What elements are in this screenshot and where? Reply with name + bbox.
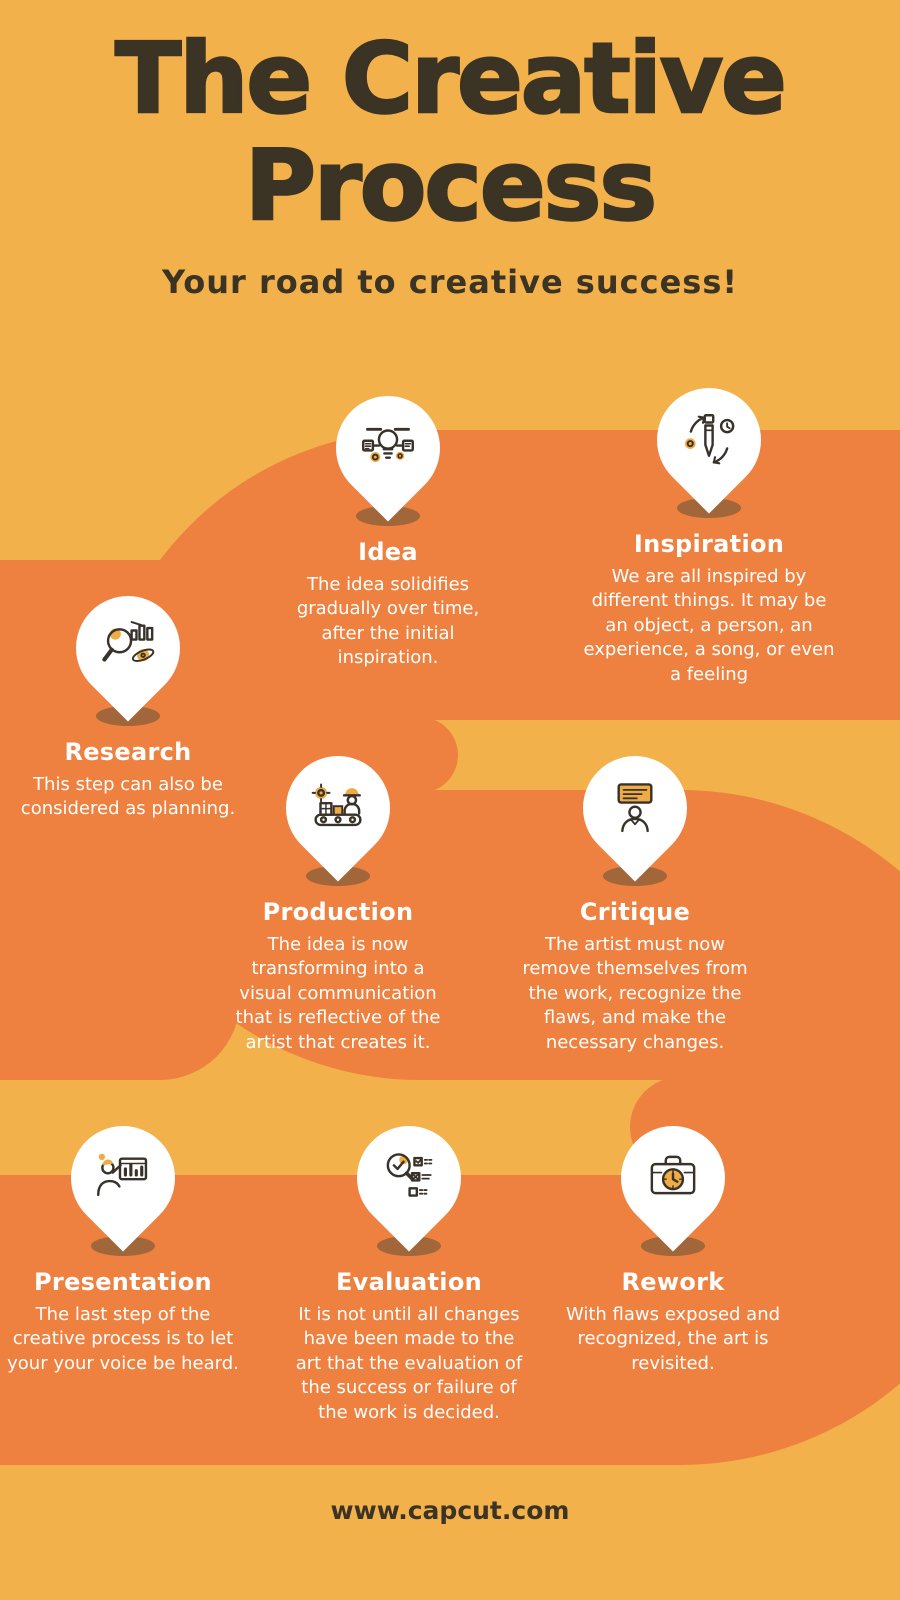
- step-title: Production: [262, 898, 414, 926]
- map-pin: [49, 1104, 197, 1256]
- step-title: Research: [64, 738, 192, 766]
- idea-icon: [336, 396, 440, 500]
- rework-icon: [621, 1126, 725, 1230]
- map-pin: [264, 734, 412, 886]
- road-path: [0, 430, 900, 1465]
- page-subtitle: Your road to creative success!: [162, 263, 738, 302]
- inspiration-icon: [657, 388, 761, 492]
- step-inspiration: Inspiration We are all inspired by diffe…: [578, 366, 840, 687]
- presentation-icon: [71, 1126, 175, 1230]
- map-pin: [599, 1104, 747, 1256]
- step-title: Inspiration: [633, 530, 785, 558]
- pin-marker: [314, 374, 462, 522]
- step-description: It is not until all changes have been ma…: [295, 1304, 523, 1423]
- map-pin: [335, 1104, 483, 1256]
- critique-icon: [583, 756, 687, 860]
- step-description: The idea solidifies gradually over time,…: [296, 574, 480, 669]
- pin-marker: [335, 1104, 483, 1252]
- step-rework: Rework With flaws exposed and recognized…: [545, 1104, 801, 1376]
- pin-marker: [635, 366, 783, 514]
- footer-url: www.capcut.com: [330, 1496, 570, 1525]
- pin-marker: [264, 734, 412, 882]
- research-icon: [76, 596, 180, 700]
- pin-marker: [599, 1104, 747, 1252]
- step-critique: Critique The artist must now remove them…: [510, 734, 760, 1055]
- header: The Creative Process Your road to creati…: [0, 22, 900, 302]
- pin-marker: [49, 1104, 197, 1252]
- step-description: The last step of the creative process is…: [7, 1304, 239, 1374]
- step-title: Critique: [579, 898, 691, 926]
- evaluation-icon: [357, 1126, 461, 1230]
- step-production: Production The idea is now transforming …: [227, 734, 449, 1055]
- step-presentation: Presentation The last step of the creati…: [5, 1104, 241, 1376]
- step-title: Presentation: [34, 1268, 212, 1296]
- page-title-line2: Process: [244, 128, 659, 242]
- step-title: Idea: [358, 538, 418, 566]
- step-idea: Idea The idea solidifies gradually over …: [278, 374, 498, 671]
- road-turn-patch-left: [382, 717, 458, 793]
- step-description: The idea is now transforming into a visu…: [235, 934, 441, 1053]
- step-title: Rework: [621, 1268, 725, 1296]
- step-evaluation: Evaluation It is not until all changes h…: [290, 1104, 528, 1425]
- step-title: Evaluation: [335, 1268, 482, 1296]
- map-pin: [314, 374, 462, 526]
- step-description: We are all inspired by different things.…: [583, 566, 835, 685]
- map-pin: [54, 574, 202, 726]
- step-description: The artist must now remove themselves fr…: [522, 934, 748, 1053]
- step-research: Research This step can also be considere…: [14, 574, 242, 822]
- step-description: With flaws exposed and recognized, the a…: [565, 1304, 781, 1374]
- pin-marker: [54, 574, 202, 722]
- pin-marker: [561, 734, 709, 882]
- production-icon: [286, 756, 390, 860]
- page-title-line1: The Creative: [114, 22, 788, 135]
- map-pin: [561, 734, 709, 886]
- map-pin: [635, 366, 783, 518]
- step-description: This step can also be considered as plan…: [20, 774, 236, 820]
